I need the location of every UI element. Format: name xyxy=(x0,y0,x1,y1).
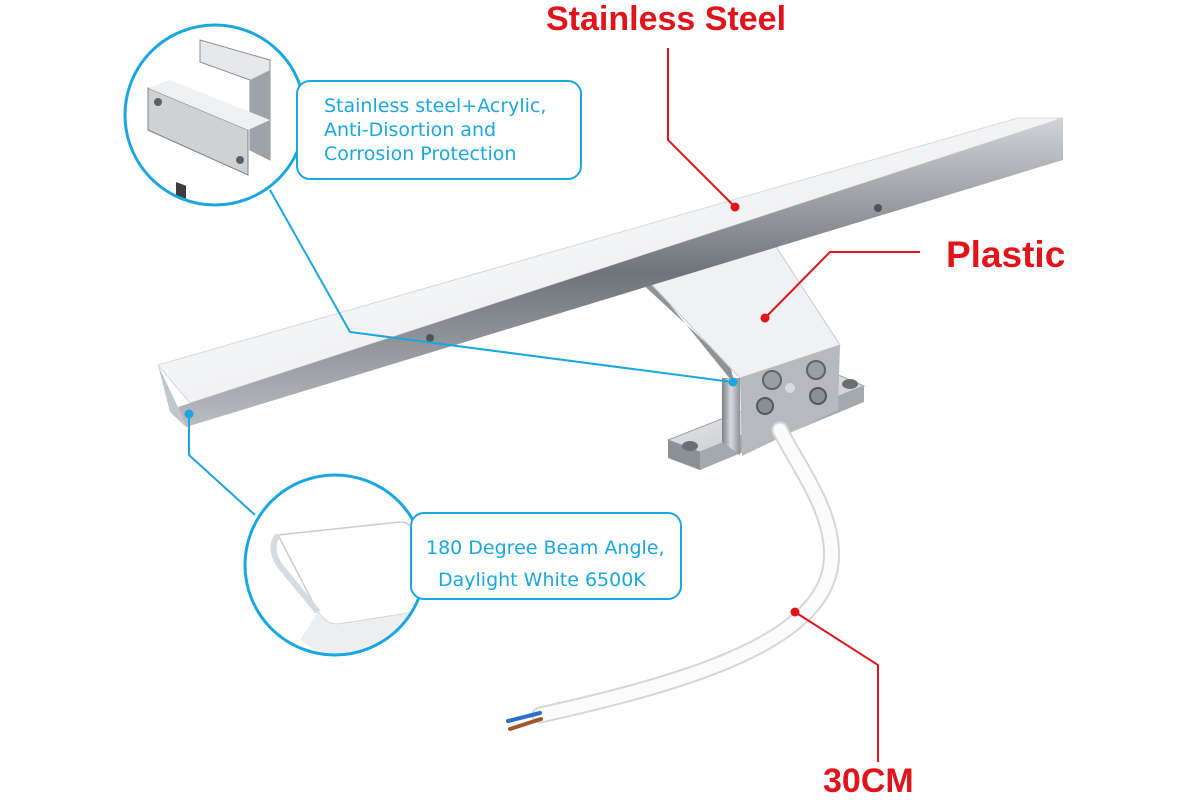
power-cable xyxy=(506,421,840,731)
beam-callout: 180 Degree Beam Angle, Daylight White 65… xyxy=(410,512,682,600)
beam-callout-line-2: Daylight White 6500K xyxy=(438,569,646,591)
diffuser-detail-zoom xyxy=(243,473,427,657)
material-callout-line-1: Stainless steel+Acrylic, xyxy=(324,95,547,117)
cable-length-label: 30CM xyxy=(823,762,914,800)
bracket-detail-zoom xyxy=(123,23,307,207)
red-pointer-dots xyxy=(730,202,800,617)
beam-callout-line-1: 180 Degree Beam Angle, xyxy=(426,537,665,559)
plastic-label: Plastic xyxy=(946,234,1066,275)
material-callout-line-2: Anti-Disortion and xyxy=(324,119,497,141)
material-callout: Stainless steel+Acrylic, Anti-Disortion … xyxy=(296,80,582,180)
light-bar xyxy=(157,117,1064,427)
blue-pointer-dots xyxy=(184,377,738,419)
material-callout-line-3: Corrosion Protection xyxy=(324,143,517,165)
stainless-steel-label: Stainless Steel xyxy=(546,0,787,38)
red-pointers xyxy=(667,48,920,762)
blue-pointers xyxy=(188,189,733,516)
